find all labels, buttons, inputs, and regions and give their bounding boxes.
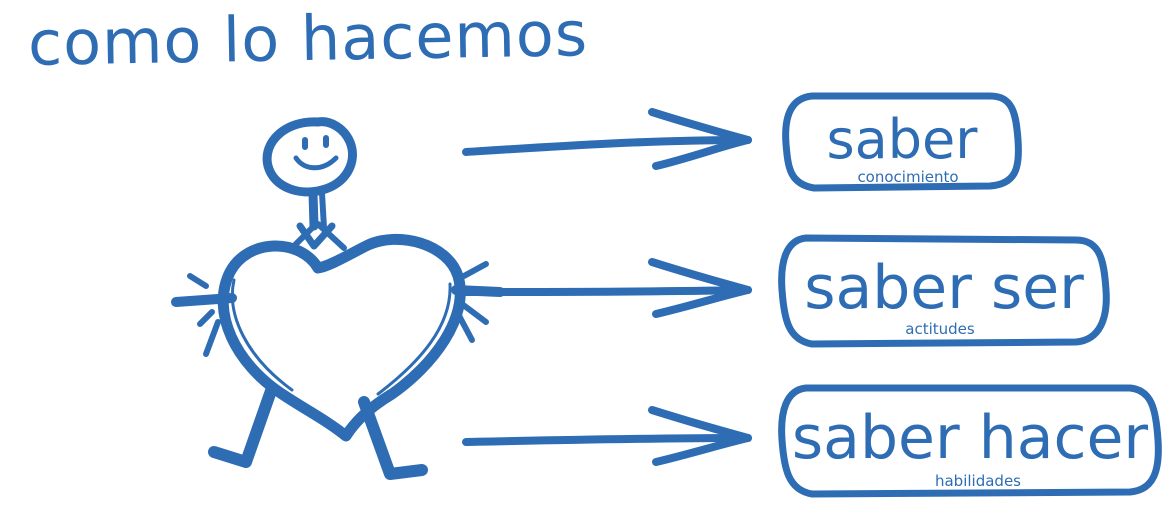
head-shape [262, 117, 357, 197]
heart-body [217, 233, 466, 442]
right-finger-1 [461, 261, 489, 279]
neck [308, 188, 319, 231]
box-saber-main: saber [827, 108, 979, 171]
box-saber-ser-main: saber ser [804, 253, 1084, 323]
left-arm [171, 293, 237, 307]
arrow-2 [462, 258, 752, 318]
box-saber-hacer-sub: habilidades [935, 472, 1021, 490]
right-finger-2 [459, 301, 489, 325]
arrow-3 [462, 406, 752, 466]
right-leg [358, 396, 428, 480]
box-saber-hacer: saber hacer habilidades [778, 384, 1162, 498]
heart-inner-line-left [230, 278, 294, 392]
box-saber-sub: conocimiento [857, 168, 958, 186]
smile [293, 155, 339, 171]
neck-line [319, 190, 327, 231]
heart-inner-line-right [376, 282, 452, 396]
strap-right [315, 221, 347, 251]
left-finger-1 [187, 273, 209, 289]
box-saber-ser: saber ser actitudes [778, 234, 1110, 348]
box-saber: saber conocimiento [782, 92, 1022, 192]
stick-figure-with-heart-icon [171, 117, 505, 480]
left-leg [208, 382, 278, 468]
left-finger-3 [203, 319, 221, 357]
box-saber-hacer-main: saber hacer [792, 403, 1148, 473]
arrow-1 [462, 108, 752, 170]
right-finger-3 [453, 307, 475, 343]
box-saber-ser-sub: actitudes [905, 320, 975, 338]
left-finger-2 [197, 309, 215, 327]
